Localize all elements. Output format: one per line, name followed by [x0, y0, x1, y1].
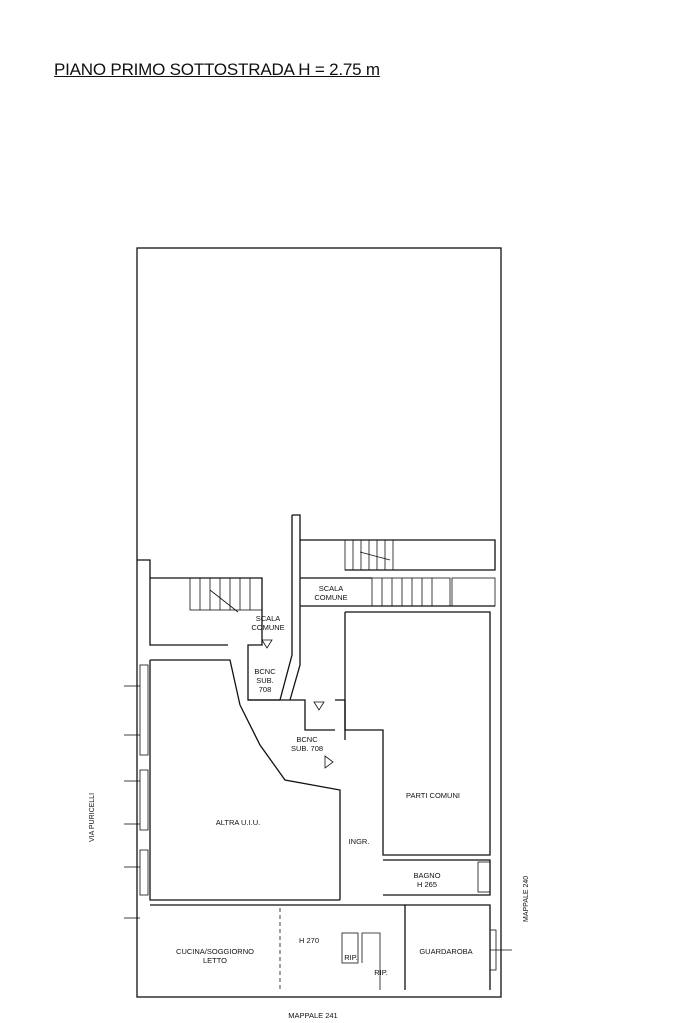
rip-left-box — [341, 932, 359, 964]
label-rip-bottom: RIP. — [374, 968, 388, 977]
altra-uiu-top — [150, 659, 241, 706]
label-bagno: BAGNO H 265 — [413, 871, 441, 889]
bcnc-lower-top — [248, 699, 335, 731]
parti-comuni-walls — [344, 611, 491, 856]
altra-uiu-walls — [149, 660, 340, 901]
label-rip-left: RIP. — [344, 953, 358, 962]
wall-bcnc-right — [335, 699, 346, 740]
right-stair-upper-treads — [352, 540, 391, 570]
wall-right-stair-top — [292, 514, 496, 571]
left-stair — [189, 577, 263, 611]
wall-left-stair-block — [137, 559, 280, 701]
right-window — [489, 929, 497, 971]
wall-core-left — [279, 515, 293, 701]
label-scala-comune-right: SCALA COMUNE — [314, 584, 348, 602]
label-mappale-240: MAPPALE 240 — [523, 875, 530, 922]
label-bcnc-upper: BCNC SUB. 708 — [254, 667, 276, 694]
rip-bottom-walls — [361, 932, 381, 990]
bcnc-upper-symbol — [261, 639, 273, 649]
wall-core-inner — [289, 540, 301, 701]
right-stair-lower — [371, 577, 451, 607]
label-ingr: INGR. — [348, 837, 370, 846]
label-mappale-241: MAPPALE 241 — [288, 1011, 338, 1020]
label-via-puricelli: VIA PURICELLI — [89, 792, 96, 842]
bagno-fixture — [477, 861, 491, 893]
bcnc-lower-symbol — [313, 701, 325, 711]
label-parti-comuni: PARTI COMUNI — [406, 791, 460, 800]
wall-left-stair-lower — [149, 578, 228, 646]
label-guardaroba: GUARDAROBA — [419, 947, 473, 956]
label-altra-uiu: ALTRA U.I.U. — [215, 818, 261, 827]
label-h270: H 270 — [298, 936, 320, 945]
label-scala-comune-left: SCALA COMUNE — [251, 614, 285, 632]
outer-boundary — [136, 247, 502, 998]
bcnc-lower-diagonal — [239, 704, 341, 900]
label-cucina: CUCINA/SOGGIORNO LETTO — [176, 947, 254, 965]
bcnc-door-symbol — [324, 755, 334, 769]
small-room-right — [451, 577, 496, 607]
right-stair-lower-treads — [381, 578, 433, 606]
left-stair-treads — [199, 578, 251, 613]
label-bcnc-lower: BCNC SUB. 708 — [290, 735, 324, 753]
left-windows — [124, 664, 149, 919]
plan-title: PIANO PRIMO SOTTOSTRADA H = 2.75 m — [54, 60, 380, 79]
